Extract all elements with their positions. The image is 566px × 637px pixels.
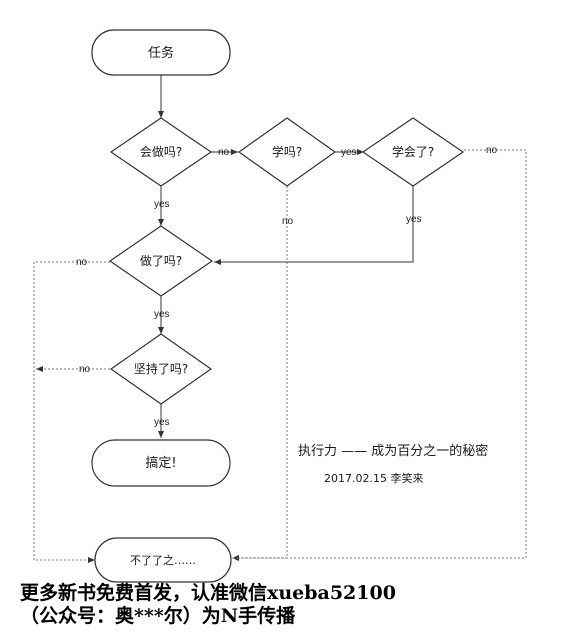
node-can-do-shape	[109, 117, 213, 187]
label-learn-no: no	[282, 216, 294, 227]
label-done-no: no	[76, 257, 88, 268]
footer-line-1: 更多新书免费首发，认准微信xueba52100	[20, 582, 396, 604]
node-learn-label: 学吗?	[272, 144, 302, 159]
label-can-do-no: no	[218, 147, 230, 158]
note-signature: 2017.02.15 李笑来	[324, 471, 423, 485]
label-done-yes: yes	[154, 309, 170, 320]
label-learned-no: no	[486, 145, 498, 156]
node-learn-shape	[237, 117, 337, 187]
node-end-label: 不了了之……	[130, 553, 196, 567]
label-learn-yes: yes	[341, 147, 357, 158]
node-task-label: 任务	[148, 45, 174, 61]
node-success-shape	[91, 439, 231, 487]
label-can-do-yes: yes	[154, 199, 170, 210]
node-persist-label: 坚持了吗?	[134, 361, 188, 376]
node-persist-shape	[109, 333, 213, 405]
edge-done-no	[33, 261, 110, 563]
edge-learned-no	[232, 149, 527, 561]
label-learned-yes: yes	[406, 214, 422, 225]
note-title: 执行力 —— 成为百分之一的秘密	[298, 443, 488, 459]
edge-learn-no	[232, 186, 288, 559]
edge-learned-yes	[214, 186, 414, 265]
footer-line-2: （公众号：奥***尔）为N手传播	[20, 605, 296, 627]
node-can-do-label: 会做吗?	[140, 144, 182, 159]
node-learned-label: 学会了?	[392, 144, 434, 159]
node-task-shape	[91, 29, 231, 76]
node-success-label: 搞定!	[145, 455, 176, 471]
node-done-label: 做了吗?	[140, 253, 182, 268]
node-done-shape	[108, 225, 214, 297]
label-persist-yes: yes	[154, 417, 170, 428]
node-end-shape	[94, 537, 232, 583]
label-persist-no: no	[79, 364, 91, 375]
node-learned-shape	[361, 117, 465, 187]
